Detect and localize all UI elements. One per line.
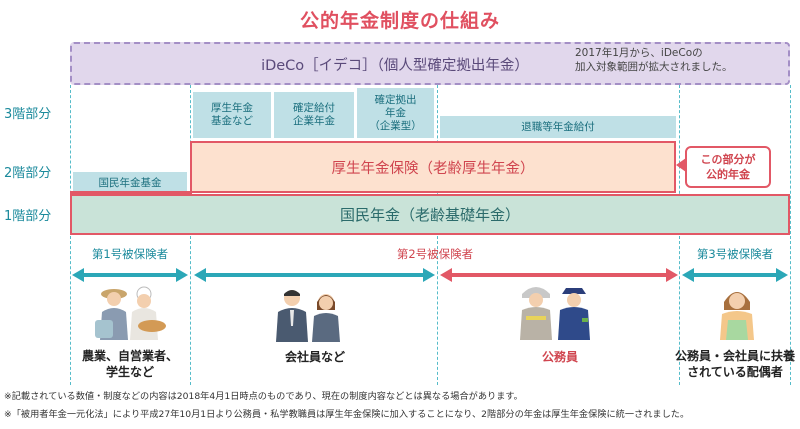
farmers-illustration [95, 286, 166, 340]
callout-pointer [676, 158, 686, 172]
arrow-second-employees [194, 268, 435, 282]
tier1-kokumin-nenkin: 国民年金（老齢基礎年金） [70, 194, 790, 235]
arrow-third [682, 268, 788, 282]
public-pension-callout: この部分が 公的年金 [685, 146, 771, 188]
ideco-label: iDeCo［イデコ］（個人型確定拠出年金） [261, 57, 529, 74]
divider-2-inner [437, 85, 438, 385]
ideco-note: 2017年1月から、iDeCoの 加入対象範囲が拡大されました。 [575, 46, 787, 82]
tier2-kokumin-kikin: 国民年金基金 [73, 172, 187, 192]
divider-right [790, 85, 791, 385]
people-farmers-line1: 農業、自営業者、 [81, 349, 178, 363]
spouse-illustration [720, 292, 754, 340]
floor-label-2: 2階部分 [4, 165, 52, 181]
category-first-insured: 第1号被保険者 [91, 247, 169, 261]
ideco-box [70, 42, 790, 85]
divider-2-3 [679, 85, 680, 385]
category-second-insured: 第2号被保険者 [396, 247, 474, 261]
tier3-kakutei-kyufu: 確定給付 企業年金 [274, 92, 354, 138]
people-employees: 会社員など [284, 350, 345, 364]
tier3-kosei-kikin-line2: 基金など [211, 115, 253, 127]
civil-servants-illustration [520, 287, 590, 340]
tier3-taishoku: 退職等年金給付 [440, 116, 676, 138]
tier3-kakutei-kyufu-line2: 企業年金 [293, 115, 335, 127]
floor-label-3: 3階部分 [4, 106, 52, 122]
tier3-kosei-kikin: 厚生年金 基金など [193, 92, 271, 138]
floor-label-1: 1階部分 [4, 208, 52, 224]
footnote-2: ※「被用者年金一元化法」により平成27年10月1日より公務員・私学教職員は厚生年… [4, 409, 690, 420]
people-spouse-line2: されている配偶者 [687, 365, 783, 379]
tier3-kakutei-kyoshutsu-line2: 年金 [385, 106, 406, 119]
tier3-kakutei-kyoshutsu-line1: 確定拠出 [374, 93, 417, 106]
employees-illustration [276, 290, 340, 342]
people-spouse-line1: 公務員・会社員に扶養 [674, 349, 795, 363]
arrow-first [72, 268, 188, 282]
people-farmers-line2: 学生など [105, 365, 154, 379]
coverage-arrows [72, 268, 788, 282]
arrow-second-civil [440, 268, 678, 282]
tier3-kakutei-kyufu-line1: 確定給付 [293, 102, 335, 114]
callout-line2: 公的年金 [706, 168, 750, 181]
tier2-kosei-hoken: 厚生年金保険（老齢厚生年金） [190, 141, 676, 193]
tier3-kakutei-kyoshutsu-line3: （企業型） [369, 119, 422, 132]
tier3-kosei-kikin-line1: 厚生年金 [211, 102, 253, 114]
divider-left [70, 85, 71, 385]
footnote-1: ※記載されている数値・制度などの内容は2018年4月1日時点のものであり、現在の… [4, 391, 523, 402]
people-spouse: 公務員・会社員に扶養 されている配偶者 [672, 347, 798, 381]
ideco-note-line1: 2017年1月から、iDeCoの [575, 47, 703, 59]
ideco-note-line2: 加入対象範囲が拡大されました。 [575, 61, 733, 73]
people-civil-servants: 公務員 [541, 350, 578, 364]
callout-line1: この部分が [700, 153, 756, 166]
public-pension-outline [70, 191, 192, 194]
people-farmers: 農業、自営業者、 学生など [70, 347, 190, 381]
category-third-insured: 第3号被保険者 [696, 247, 774, 261]
divider-1-2 [190, 85, 191, 385]
page-title: 公的年金制度の仕組み [299, 9, 500, 32]
tier3-kakutei-kyoshutsu: 確定拠出 年金 （企業型） [357, 88, 434, 138]
